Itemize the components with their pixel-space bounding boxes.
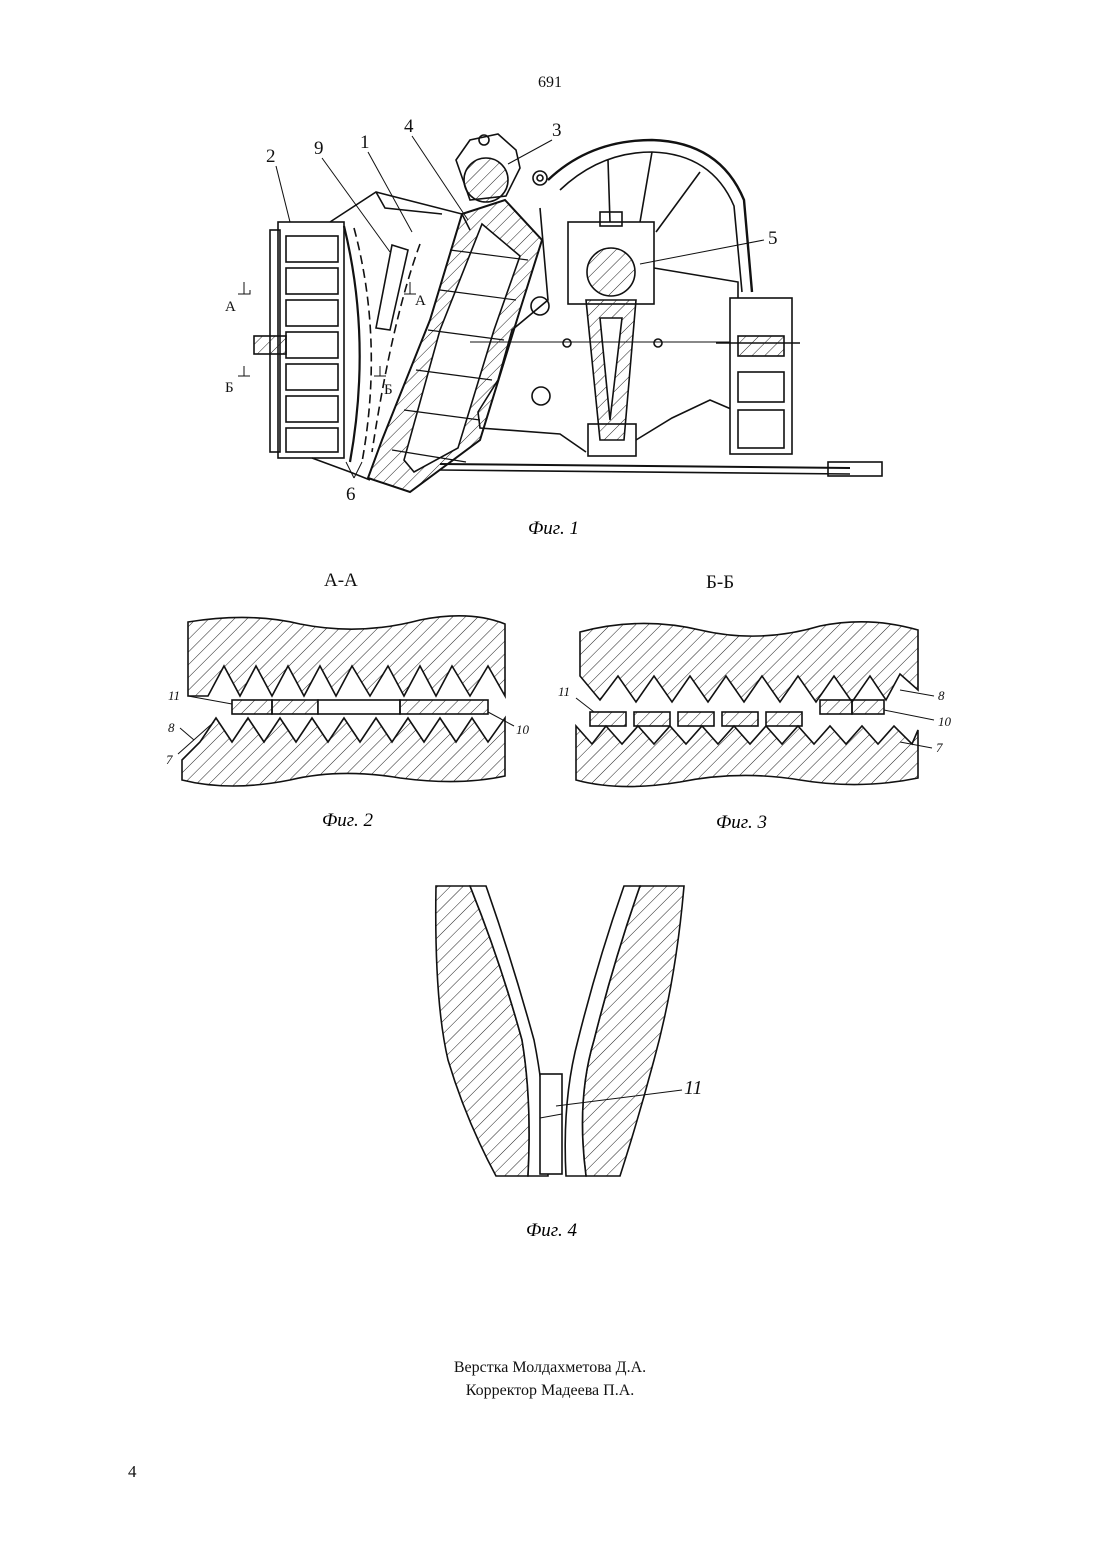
fig3-callout-8: 8 [938,688,945,703]
figure-3-labels: Б-Б 11 8 10 7 Фиг. 3 [558,572,952,833]
callout-5: 5 [768,228,778,249]
callout-1: 1 [360,132,370,153]
section-mark-b-left: Б [225,380,234,396]
figure-4-caption: Фиг. 4 [526,1220,577,1241]
credit-proofreader: Корректор Мадеева П.А. [0,1379,1100,1402]
credit-layout: Верстка Молдахметова Д.А. [0,1356,1100,1379]
fig4-callout-11: 11 [684,1077,703,1099]
figure-1-crusher-drawing [254,134,882,492]
callout-4: 4 [404,116,414,137]
figure-1-caption: Фиг. 1 [528,518,579,539]
section-title-bb: Б-Б [706,572,734,593]
callout-6: 6 [346,484,356,505]
fig2-callout-10: 10 [516,722,530,737]
page-number-bottom: 4 [128,1462,137,1482]
callout-3: 3 [552,120,562,141]
figure-2-caption: Фиг. 2 [322,810,373,831]
figure-2-section-drawing [178,616,514,786]
fig2-callout-8: 8 [168,720,175,735]
section-mark-a-right: А [415,293,426,309]
fig3-callout-11: 11 [558,684,570,699]
section-mark-b-right: Б [384,382,393,398]
fig3-callout-7: 7 [936,740,943,755]
callout-2: 2 [266,146,276,167]
section-mark-a-left: А [225,299,236,315]
fig3-callout-10: 10 [938,714,952,729]
figure-3-section-drawing [576,622,934,787]
credits-block: Верстка Молдахметова Д.А. Корректор Маде… [0,1356,1100,1402]
section-title-aa: А-А [324,570,358,591]
fig2-callout-7: 7 [166,752,173,767]
figure-3-caption: Фиг. 3 [716,812,767,833]
fig2-callout-11: 11 [168,688,180,703]
figure-4-drawing [436,886,684,1176]
callout-9: 9 [314,138,324,159]
